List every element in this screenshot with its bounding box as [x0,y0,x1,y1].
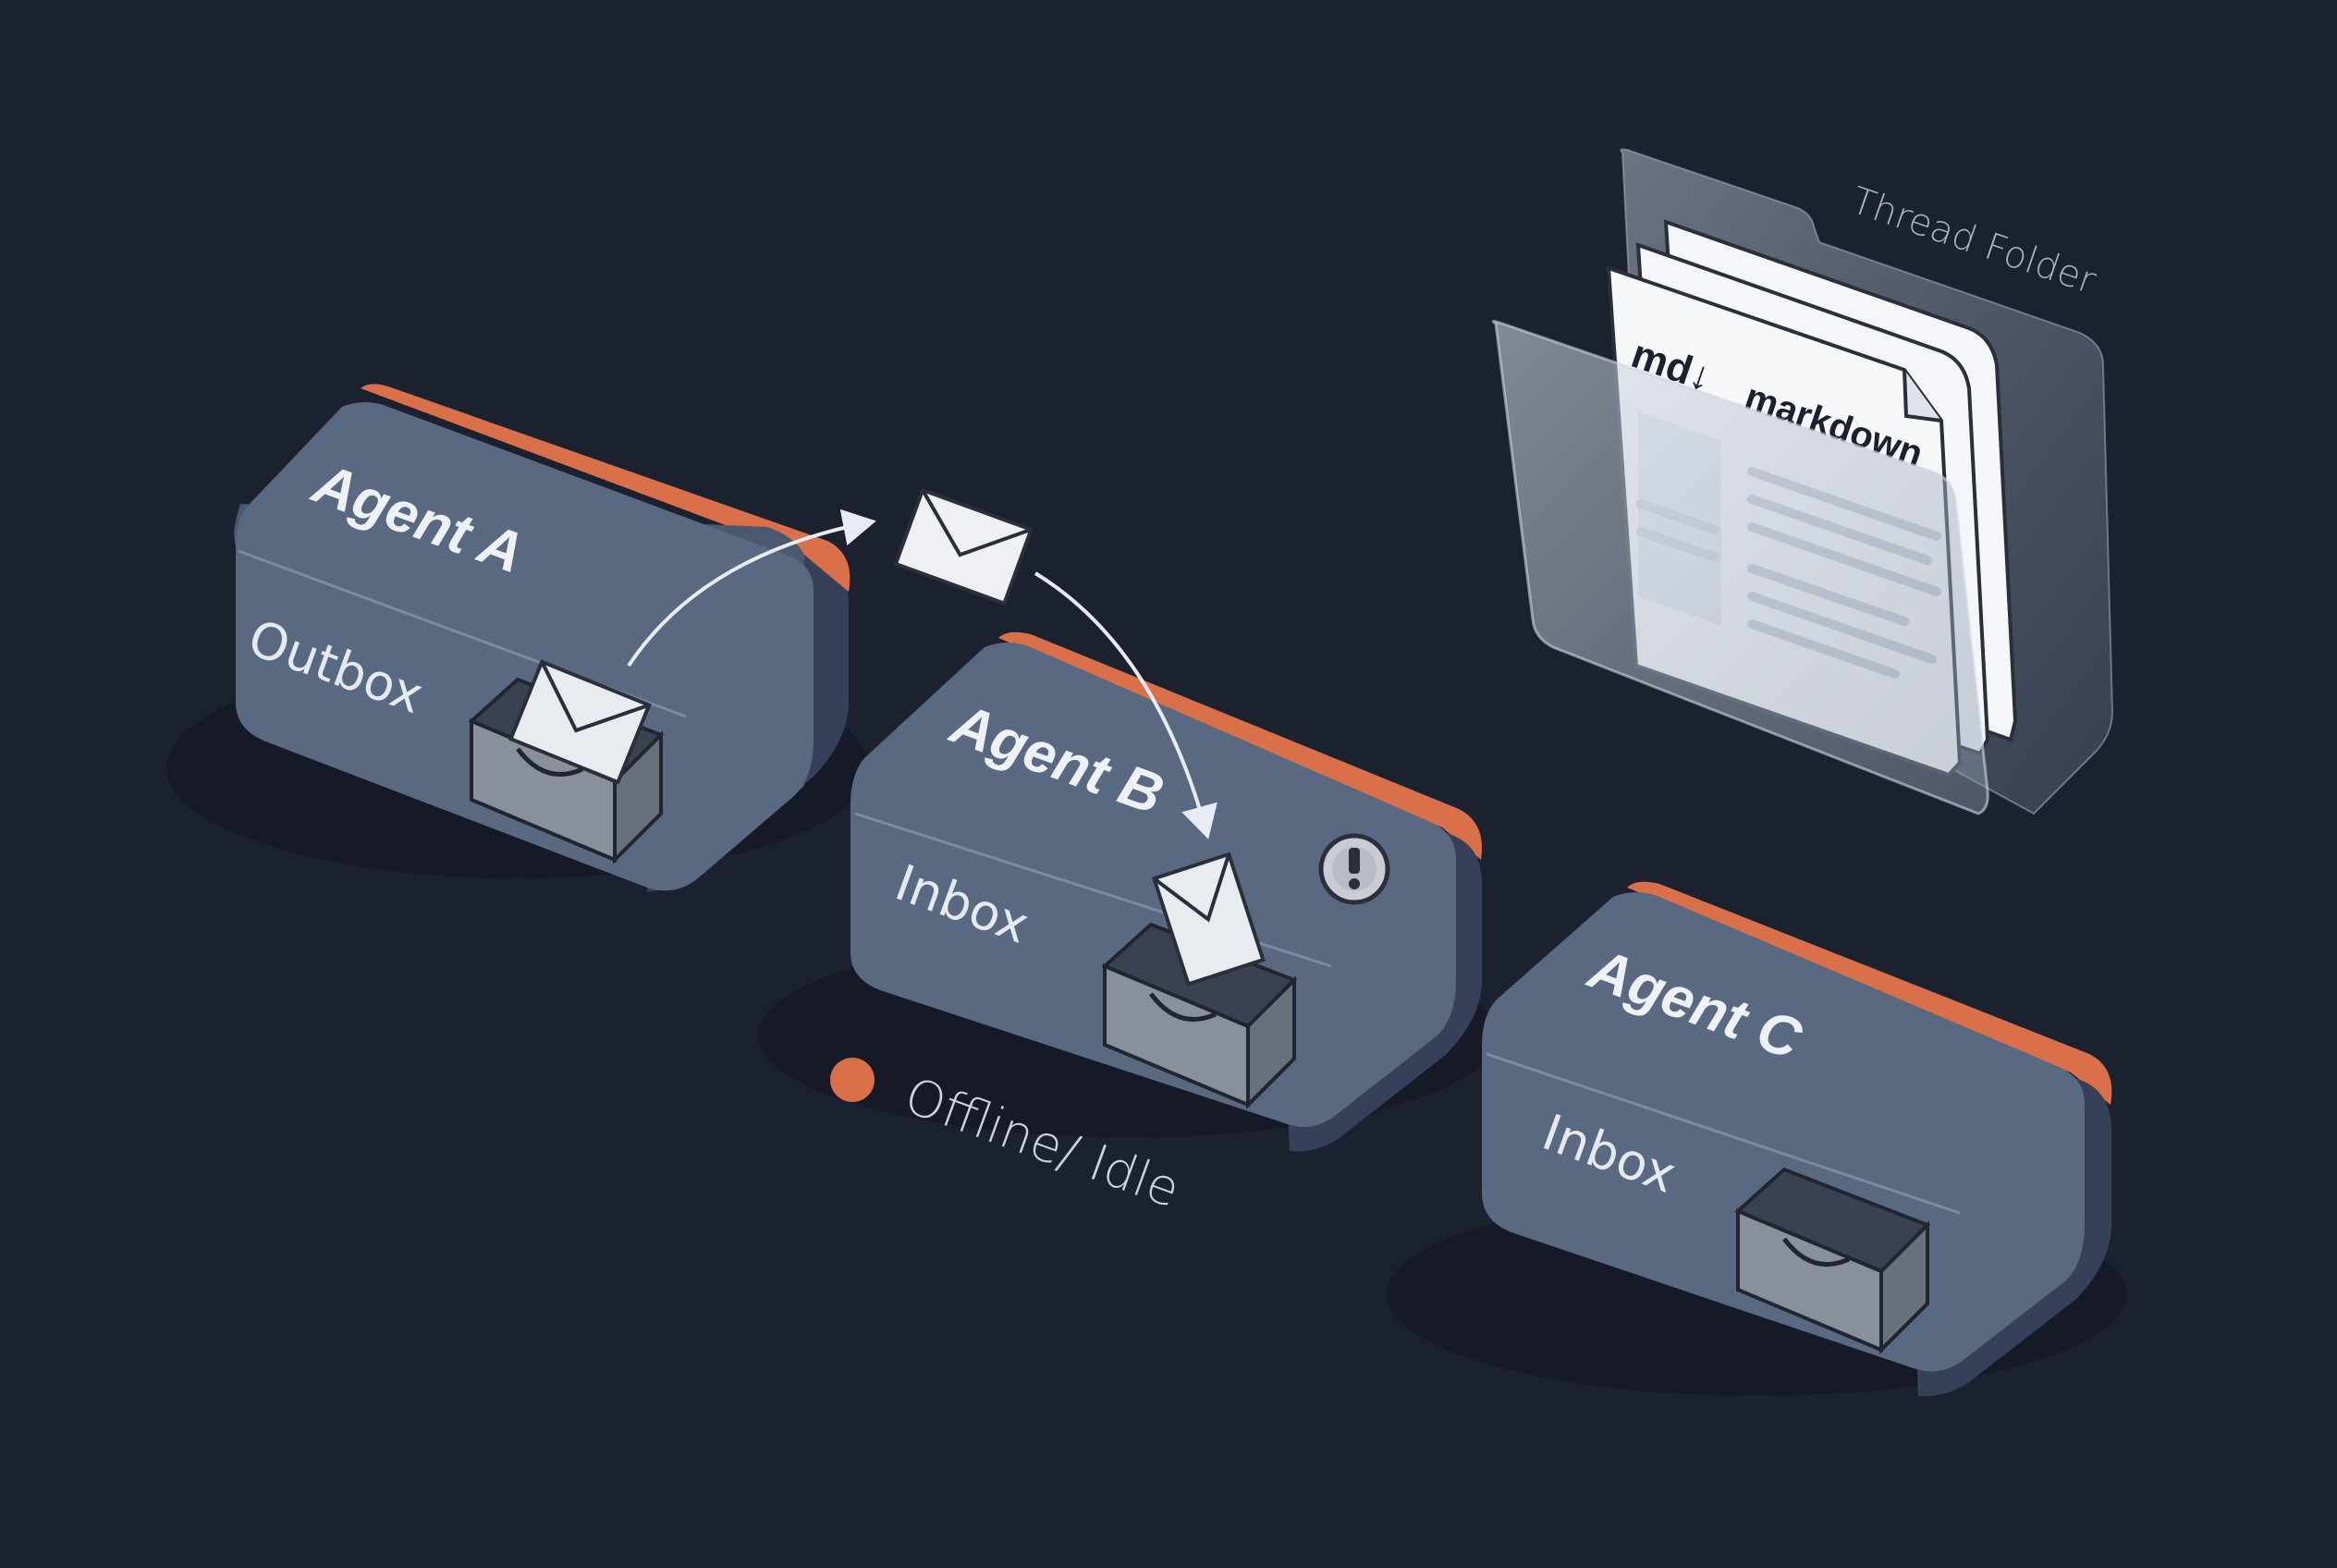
inbox-tray-c-icon [1734,1167,1931,1354]
agent-b-card: Agent B Inbox [758,631,1498,1152]
envelope-icon [893,487,1034,606]
exclamation-icon [1318,833,1390,905]
agent-a-card: Agent A Outbox [166,384,869,892]
message-flow [627,487,1217,839]
outbox-envelope-icon [508,659,652,785]
flow-arrow-envelope-to-b [1034,571,1217,839]
legend-swatch [830,1058,875,1102]
inbox-envelope-icon [1151,851,1266,986]
thread-folder: md↓ markdown Thread Folder [1491,148,2114,815]
flow-arrow-a-to-envelope [627,508,876,668]
agent-c-card: Agent C Inbox [1387,881,2126,1397]
